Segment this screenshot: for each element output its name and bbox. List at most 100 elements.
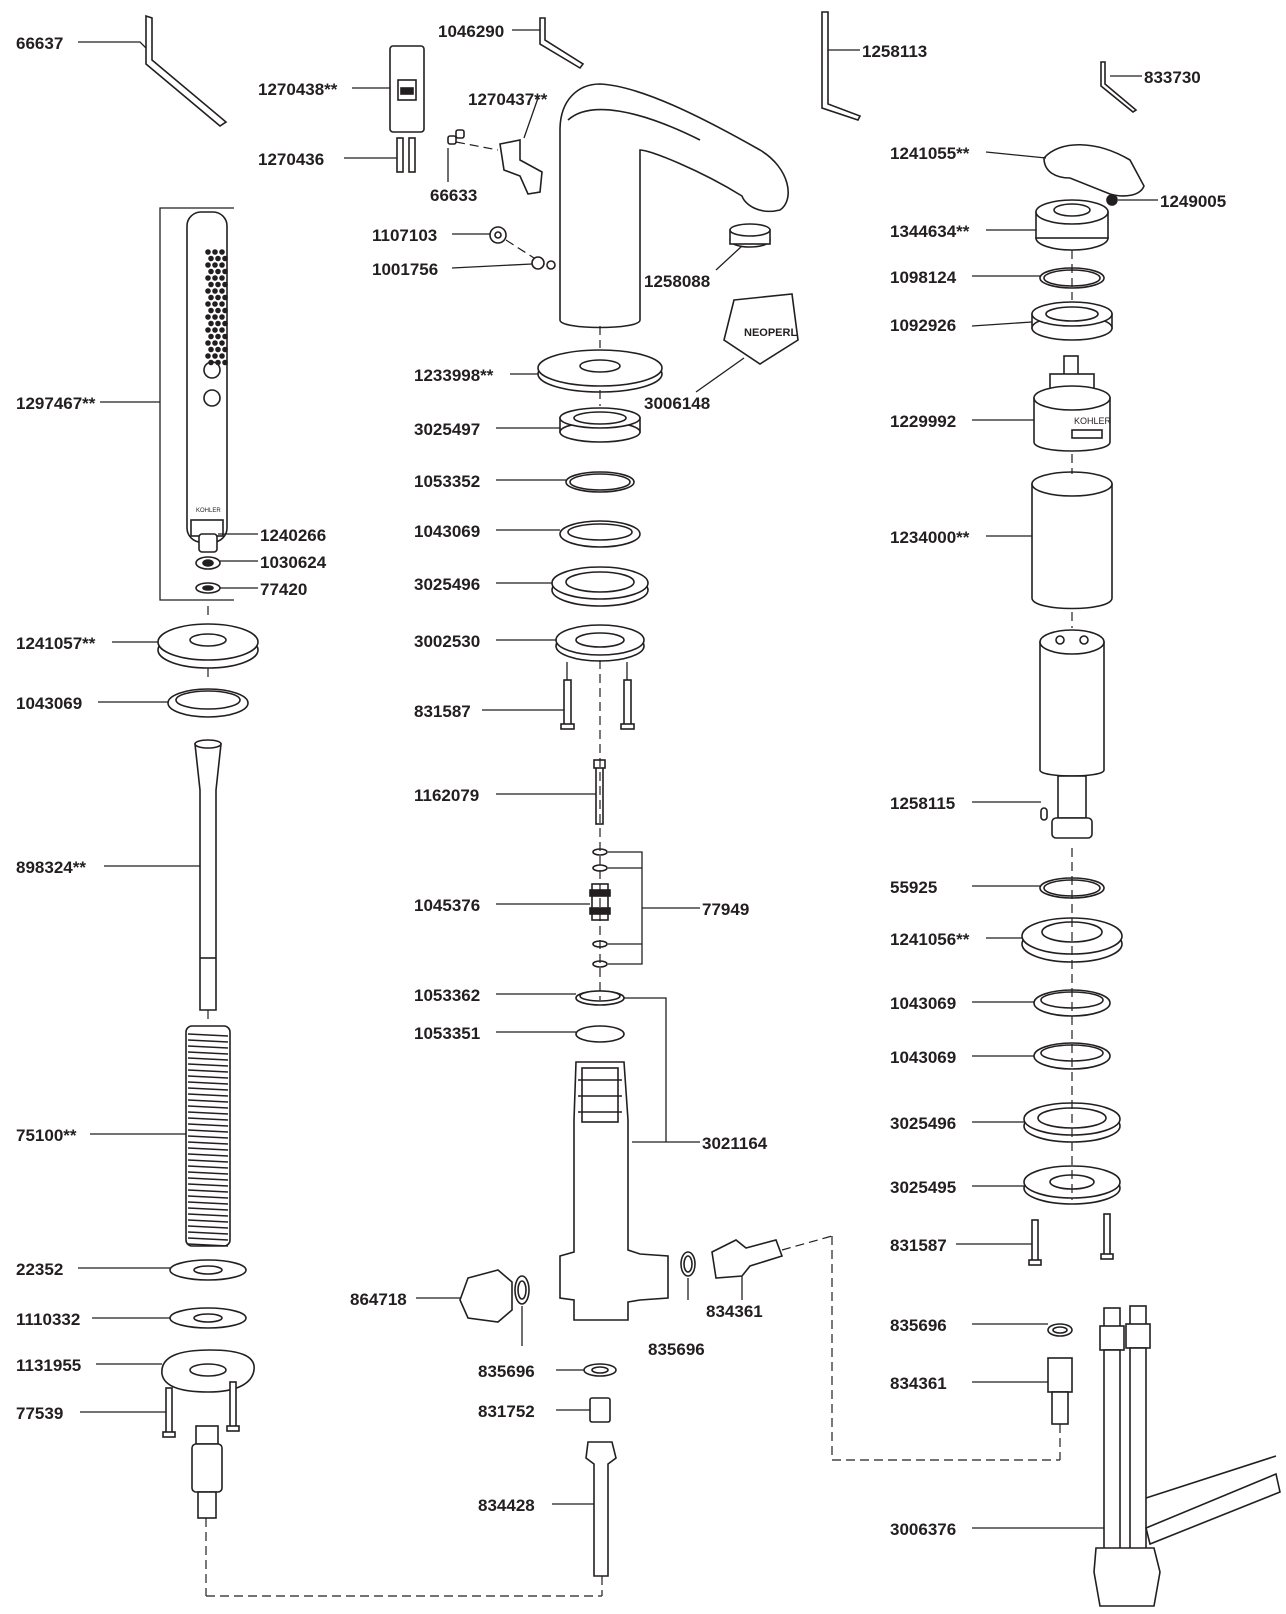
sleeve-1234000 <box>1031 471 1113 610</box>
valve-body-3021164 <box>559 1061 669 1321</box>
allen-wrench-1046290 <box>539 17 585 70</box>
washer-835696-right <box>680 1251 696 1277</box>
part-label-3021164: 3021164 <box>702 1134 768 1153</box>
part-label-1043069-right-2: 1043069 <box>890 1048 957 1067</box>
hose-guide-75100 <box>185 1025 231 1247</box>
part-label-1233998: 1233998** <box>414 366 494 385</box>
handle-insert-1270438 <box>389 45 425 133</box>
part-label-1297467: 1297467** <box>16 394 96 413</box>
washer-1030624 <box>195 556 221 570</box>
part-label-66633: 66633 <box>430 186 478 205</box>
handshower-1297467: KOHLER <box>186 211 228 543</box>
kohler-marking-cartridge: KOHLER <box>1074 416 1112 426</box>
part-label-1053362: 1053362 <box>414 986 481 1005</box>
hose-898324 <box>194 739 222 1011</box>
part-label-66637: 66637 <box>16 34 64 53</box>
washer-835696-left <box>514 1275 530 1305</box>
part-label-834361-center: 834361 <box>706 1302 763 1321</box>
part-label-1234000: 1234000** <box>890 528 970 547</box>
aerator-key-3006148: NEOPERL <box>723 293 799 365</box>
part-label-1131955: 1131955 <box>16 1356 82 1375</box>
oring-1053351 <box>575 1025 625 1043</box>
part-label-1241057: 1241057** <box>16 634 96 653</box>
part-label-1043069-right-1: 1043069 <box>890 994 957 1013</box>
part-label-831752: 831752 <box>478 1402 535 1421</box>
part-label-77539: 77539 <box>16 1404 64 1423</box>
part-label-1043069-center: 1043069 <box>414 522 481 541</box>
gasket-1043069-center <box>559 520 641 548</box>
part-label-1001756: 1001756 <box>372 260 439 279</box>
part-label-1241055: 1241055** <box>890 144 970 163</box>
part-label-1107103: 1107103 <box>372 226 438 245</box>
hose-834428 <box>585 1441 617 1577</box>
connector-834361-center <box>711 1239 784 1279</box>
plate-3002530 <box>555 624 645 662</box>
part-label-22352: 22352 <box>16 1260 64 1279</box>
part-label-1053352: 1053352 <box>414 472 481 491</box>
hose-end-left <box>191 1425 223 1519</box>
leader-lines <box>78 29 1158 1529</box>
part-label-835696-bottom: 835696 <box>478 1362 535 1381</box>
part-label-77949: 77949 <box>702 900 750 919</box>
part-label-1098124: 1098124 <box>890 268 957 287</box>
part-label-831587-center: 831587 <box>414 702 471 721</box>
base-1241057 <box>157 623 259 669</box>
part-label-1092926: 1092926 <box>890 316 957 335</box>
allen-wrench-1258113 <box>821 11 862 121</box>
handshower-spray-dots <box>205 249 228 366</box>
part-label-831587-right: 831587 <box>890 1236 947 1255</box>
part-label-1344634: 1344634** <box>890 222 970 241</box>
fitting-1107103 <box>489 226 507 244</box>
part-label-834361-right: 834361 <box>890 1374 947 1393</box>
part-label-1053351: 1053351 <box>414 1024 481 1043</box>
part-label-1270438: 1270438** <box>258 80 338 99</box>
part-label-864718: 864718 <box>350 1290 407 1309</box>
part-label-1258113: 1258113 <box>862 42 928 61</box>
part-label-3002530: 3002530 <box>414 632 481 651</box>
part-label-898324: 898324** <box>16 858 86 877</box>
part-label-3025497: 3025497 <box>414 420 481 439</box>
part-label-833730: 833730 <box>1144 68 1201 87</box>
part-label-3006148: 3006148 <box>644 394 711 413</box>
part-label-1258115: 1258115 <box>890 794 956 813</box>
part-label-3025495: 3025495 <box>890 1178 957 1197</box>
pins-66633 <box>447 129 465 145</box>
washer-835696-right-column <box>1047 1323 1073 1337</box>
part-label-3006376: 3006376 <box>890 1520 957 1539</box>
allen-wrench-66637 <box>145 14 228 127</box>
bushing-831752 <box>589 1397 611 1423</box>
allen-wrench-833730 <box>1100 61 1138 113</box>
connector-834361-right <box>1047 1357 1073 1425</box>
screws-1270436 <box>396 137 416 173</box>
part-label-1270436: 1270436 <box>258 150 325 169</box>
part-label-1258088: 1258088 <box>644 272 711 291</box>
part-label-835696-right: 835696 <box>648 1340 705 1359</box>
cap-nut-864718 <box>459 1269 513 1323</box>
part-label-1110332: 1110332 <box>16 1310 81 1329</box>
gasket-1043069-right-2 <box>1033 1042 1111 1070</box>
handle-1241055 <box>1043 143 1145 197</box>
mount-plate-1131955 <box>161 1349 255 1393</box>
nut-3025497 <box>559 407 641 443</box>
valve-body-right <box>1039 629 1105 839</box>
screw-1249005 <box>1106 194 1118 206</box>
part-label-1043069-left: 1043069 <box>16 694 83 713</box>
cartridge-1229992: KOHLER <box>1033 355 1112 452</box>
part-label-1162079: 1162079 <box>414 786 480 805</box>
part-label-1240266: 1240266 <box>260 526 327 545</box>
part-label-1045376: 1045376 <box>414 896 481 915</box>
fitting-1240266 <box>198 533 218 553</box>
oring-1053352 <box>565 471 635 493</box>
part-label-3025496-center: 3025496 <box>414 575 481 594</box>
screws-831587-center <box>560 679 635 730</box>
pin-1258115 <box>1040 807 1048 821</box>
part-label-835696-right-column: 835696 <box>890 1316 947 1335</box>
neoperl-marking: NEOPERL <box>744 327 797 339</box>
retainer-1092926 <box>1031 301 1113 341</box>
washer-1110332 <box>169 1307 247 1329</box>
part-label-1229992: 1229992 <box>890 412 957 431</box>
supply-lines-3006376 <box>1093 1305 1281 1607</box>
screw-1001756 <box>531 256 545 270</box>
part-label-1030624: 1030624 <box>260 553 327 572</box>
